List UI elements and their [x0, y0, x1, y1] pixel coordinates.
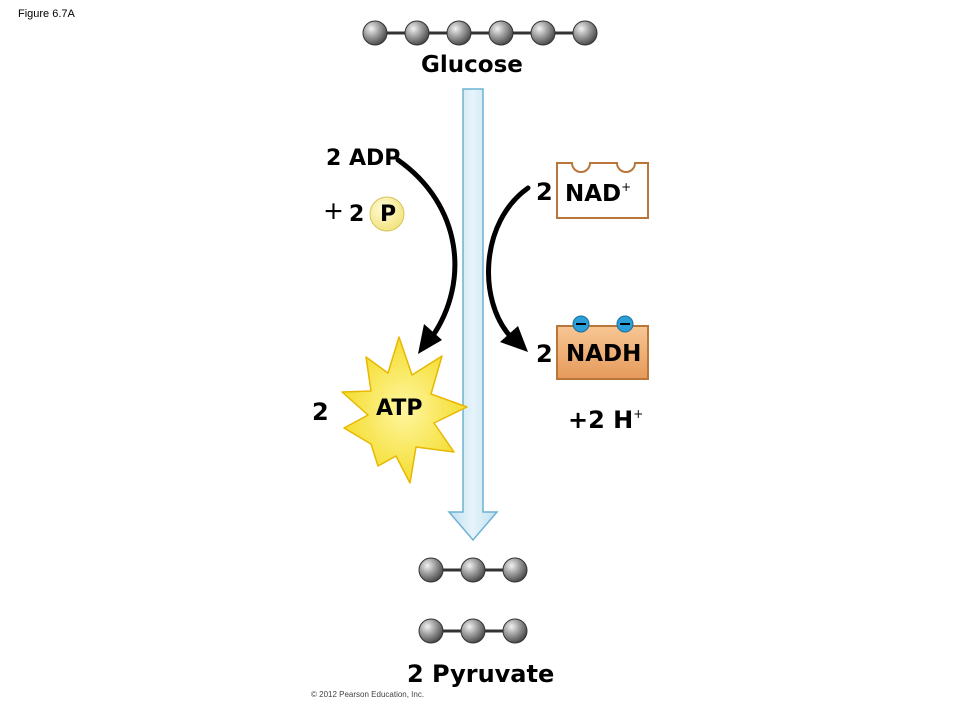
carbon-atom	[362, 20, 388, 46]
nadh-box	[556, 325, 649, 380]
carbon-atom	[418, 557, 444, 583]
atp-starburst	[341, 336, 468, 484]
carbon-atom	[530, 20, 556, 46]
nadh-coefficient: 2	[536, 340, 553, 368]
carbon-atom	[460, 618, 486, 644]
glucose-molecule	[362, 20, 598, 46]
carbon-atom	[502, 618, 528, 644]
pyruvate-molecule	[418, 618, 528, 644]
figure-label: Figure 6.7A	[18, 8, 75, 20]
electron-icon	[616, 315, 634, 333]
hydrogen-ion-label: +2 H+	[568, 406, 644, 434]
nadh-label: NADH	[566, 341, 642, 367]
glycolysis-flow-arrow	[447, 88, 499, 542]
nad-coefficient: 2	[536, 178, 553, 206]
carbon-atom	[572, 20, 598, 46]
phosphate-symbol: P	[380, 202, 397, 227]
copyright-notice: © 2012 Pearson Education, Inc.	[311, 690, 425, 699]
nad-box	[556, 162, 649, 219]
pyruvate-molecule	[418, 557, 528, 583]
adp-label: 2 ADP	[326, 146, 401, 171]
pyruvate-label: 2 Pyruvate	[407, 660, 555, 688]
atp-production-arrow	[395, 157, 458, 354]
carbon-atom	[488, 20, 514, 46]
carbon-atom	[418, 618, 444, 644]
phosphate-coefficient: 2	[349, 202, 365, 227]
atp-coefficient: 2	[312, 398, 329, 426]
plus-sign: +	[323, 196, 344, 225]
carbon-atom	[446, 20, 472, 46]
electron-icon	[572, 315, 590, 333]
phosphate-circle	[369, 196, 405, 232]
carbon-atom	[502, 557, 528, 583]
glucose-label: Glucose	[421, 52, 523, 78]
carbon-atom	[460, 557, 486, 583]
atp-label: ATP	[376, 396, 423, 421]
nad-label: NAD+	[565, 180, 632, 207]
nad-reduction-arrow	[486, 185, 531, 352]
carbon-atom	[404, 20, 430, 46]
